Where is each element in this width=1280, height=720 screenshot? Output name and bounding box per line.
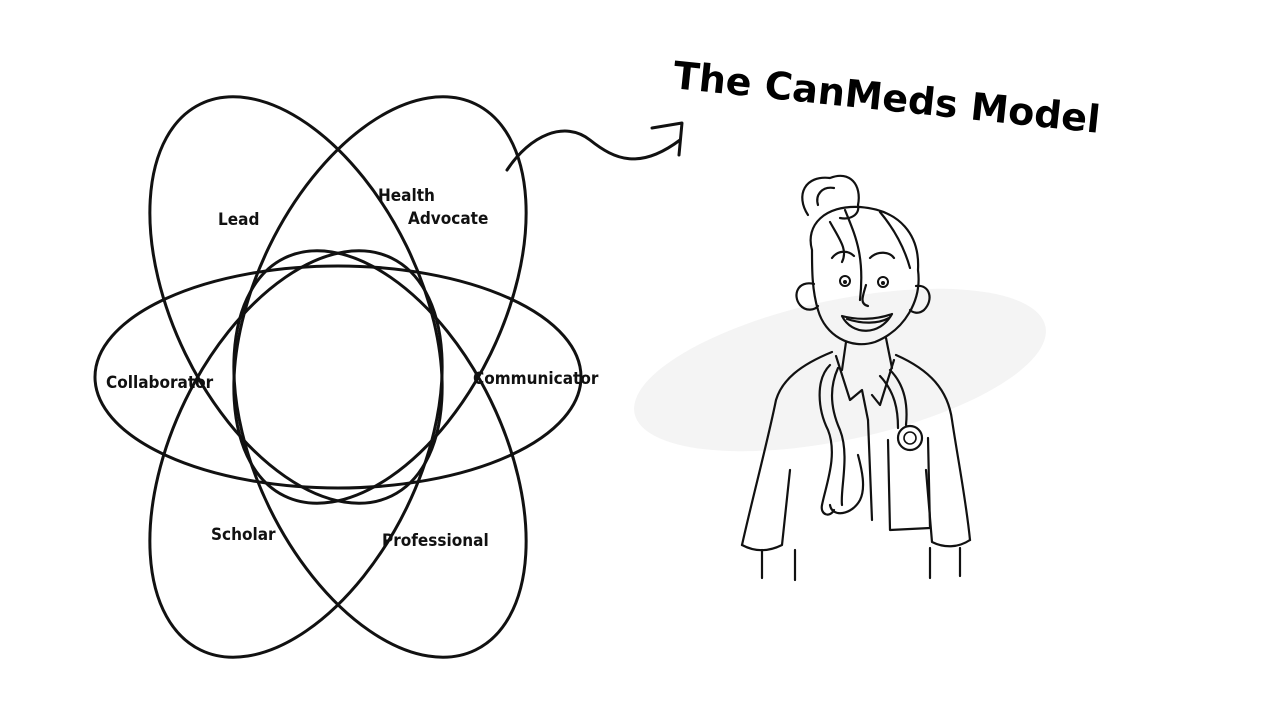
role-label-health-advocate-line2: Advocate [408, 209, 488, 229]
venn-petal-lower-right [232, 249, 528, 659]
page-title: The CanMeds Model [671, 53, 1102, 142]
arrow-icon [505, 121, 684, 172]
venn-petal-horizontal [93, 264, 583, 490]
coat-pocket [886, 436, 932, 532]
role-label-scholar: Scholar [211, 525, 276, 545]
canmeds-venn-diagram: Lead Health Advocate Collaborator Commun… [93, 95, 599, 659]
role-label-professional: Professional [382, 531, 489, 551]
venn-petal-upper-right [232, 95, 528, 505]
hair-bun-icon [801, 174, 860, 220]
doctor-illustration [634, 174, 1046, 582]
venn-petal-upper-left [148, 95, 444, 505]
role-label-health-advocate-line1: Health [378, 186, 435, 206]
venn-petal-lower-left [148, 249, 444, 659]
stethoscope-icon [818, 363, 924, 516]
role-label-communicator: Communicator [473, 369, 599, 389]
face-icon [809, 205, 920, 346]
role-label-collaborator: Collaborator [106, 373, 214, 393]
lab-coat-icon [740, 350, 834, 547]
smile-icon [840, 312, 894, 332]
role-label-leader: Lead [218, 210, 259, 230]
